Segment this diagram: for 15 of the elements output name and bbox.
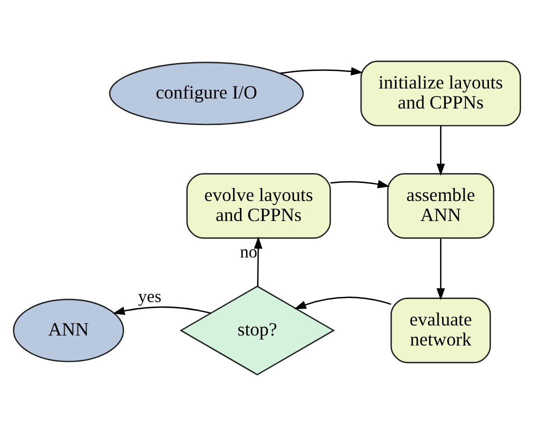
node-box: assemble ANN — [387, 173, 494, 239]
arrow — [436, 126, 445, 176]
node-ellipse: configure I/O — [109, 62, 304, 126]
edge-label: yes — [138, 286, 162, 306]
arrow — [330, 180, 390, 188]
node-box: evolve layouts and CPPNs — [186, 173, 331, 239]
arrow — [436, 238, 445, 300]
node-box: initialize layouts and CPPNs — [360, 60, 522, 126]
arrow — [112, 306, 211, 316]
arrow — [294, 296, 392, 310]
arrow — [254, 236, 262, 286]
edge-label: no — [240, 242, 258, 262]
node-diamond: stop? — [180, 286, 335, 376]
arrow — [280, 67, 364, 76]
node-box: evaluate network — [390, 298, 491, 364]
